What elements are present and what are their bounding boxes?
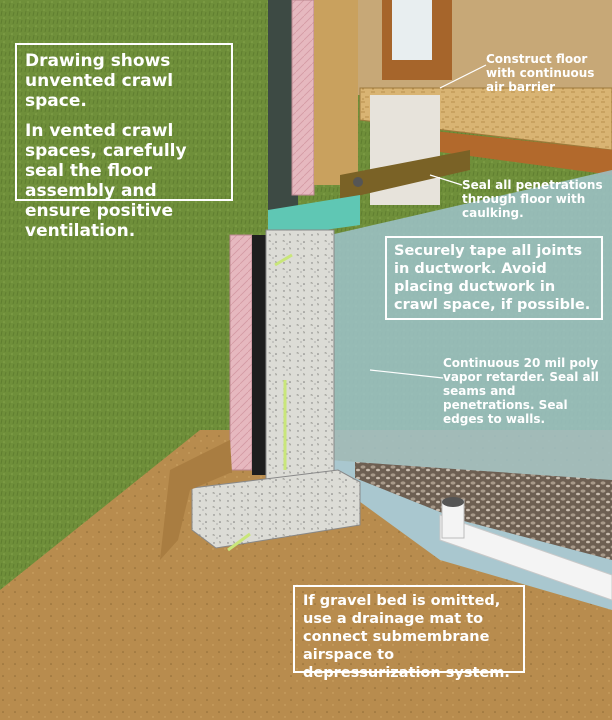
- soil-cut-edge: [160, 440, 232, 560]
- seal-penetrations-label: Seal all penetrations through floor with…: [462, 178, 603, 220]
- rebar-footing: [227, 532, 251, 552]
- unvented-note-line1: Drawing shows unvented crawl space.: [25, 51, 174, 111]
- concrete-foundation-wall: [265, 229, 335, 481]
- leader-seal-penetrations: [429, 174, 463, 186]
- drain-pipe: [439, 514, 612, 601]
- exterior-foam-insulation: [229, 234, 253, 471]
- sill-plate: [340, 150, 470, 200]
- floor-air-barrier-label: Construct floor with continuous air barr…: [486, 52, 595, 94]
- sill-seal-gasket: [268, 195, 360, 238]
- window-glass: [392, 0, 432, 60]
- leader-vapor-retarder: [369, 369, 444, 379]
- wall-foam-sheathing: [291, 0, 315, 196]
- vapor-retarder-label: Continuous 20 mil poly vapor retarder. S…: [443, 356, 599, 426]
- leader-floor: [439, 64, 487, 89]
- concrete-footing: [191, 469, 361, 549]
- gravel-bed: [355, 462, 612, 560]
- gravel-bed-note: If gravel bed is omitted, use a drainage…: [293, 585, 525, 681]
- ductwork-note: Securely tape all joints in ductwork. Av…: [385, 236, 603, 320]
- waterproofing-layer: [252, 235, 266, 475]
- unvented-crawl-space-note: Drawing shows unvented crawl space. In v…: [15, 43, 233, 241]
- drain-riser-opening: [442, 497, 464, 507]
- crawl-back-wall: [330, 170, 612, 520]
- rebar-dowel: [274, 253, 293, 267]
- unvented-note-line2: In vented crawl spaces, carefully seal t…: [25, 121, 187, 241]
- wall-stud-cavity: [314, 0, 358, 185]
- anchor-bolt: [353, 177, 363, 187]
- floor-joist: [425, 130, 612, 175]
